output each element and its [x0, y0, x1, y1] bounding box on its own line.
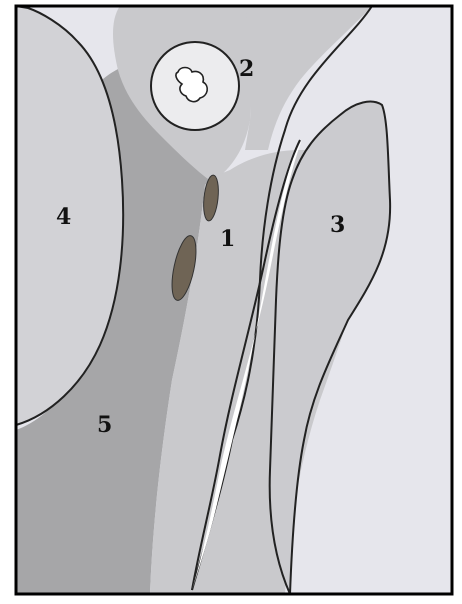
label-region-1: 1	[220, 226, 235, 252]
label-region-3: 3	[330, 212, 345, 238]
label-region-2: 2	[239, 56, 254, 82]
label-region-4: 4	[56, 204, 71, 230]
label-region-5: 5	[97, 412, 112, 438]
